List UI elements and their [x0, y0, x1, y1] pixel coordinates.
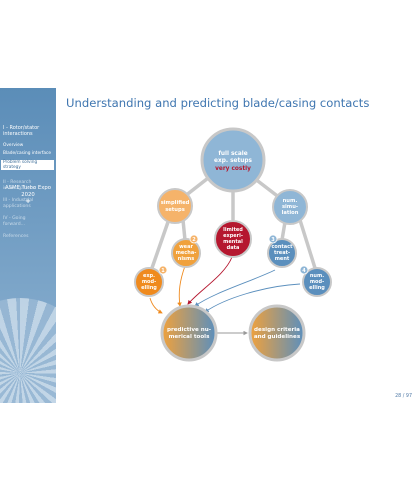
node-limited-data: limited experi- mental data: [214, 220, 252, 258]
node-num-modelling: num. mod- elling: [302, 267, 332, 297]
node-num-model-line1: num.: [310, 273, 324, 279]
plus-icon[interactable]: +: [25, 197, 31, 205]
node-limited-line1: limited: [223, 227, 243, 233]
node-predictive-line2: merical tools: [169, 334, 211, 340]
page-number: 28 / 97: [395, 394, 412, 399]
connector-numsim-contact: [280, 221, 287, 241]
sidebar-item-interactions[interactable]: interactions: [3, 131, 33, 137]
node-wear-line1: wear: [179, 244, 193, 250]
node-exp-model-line2: mod-: [142, 279, 156, 285]
node-simplified-line2: setups: [165, 207, 185, 213]
turbine-fan-graphic: [0, 298, 56, 403]
flow-arrows: [149, 256, 301, 336]
sidebar-item-investigations[interactable]: investigations: [3, 186, 36, 191]
arrow-wear-to-predictive: [177, 265, 186, 307]
node-contact-line1: contact: [271, 244, 293, 250]
node-numsim-line1: num.: [283, 198, 298, 204]
sidebar-item-strategy[interactable]: strategy: [1, 165, 54, 171]
connector-numsim-nummodel: [298, 219, 317, 269]
arrow-nummodel-to-predictive: [204, 283, 301, 313]
sidebar-item-industrial[interactable]: III - Industrial: [3, 198, 34, 203]
arrow-limited-to-predictive: [187, 256, 233, 305]
sidebar-item-problem-solving[interactable]: Problem solving: [1, 160, 54, 166]
sidebar-item-rotor-stator[interactable]: I - Rotor/stator: [3, 125, 40, 131]
badge-1: 1: [158, 265, 168, 275]
arrow-contact-to-predictive: [194, 269, 276, 307]
node-wear-line3: nisms: [178, 256, 194, 262]
node-numsim-line3: lation: [282, 210, 299, 216]
node-full-scale-line3: very costly: [215, 166, 251, 172]
node-limited-line3: mental: [223, 239, 243, 245]
node-contact-line2: treat-: [274, 250, 290, 256]
node-limited-line4: data: [227, 245, 240, 251]
sidebar-header: ASME Turbo Expo 2020 +: [0, 185, 56, 205]
node-full-scale: full scale exp. setups very costly: [200, 127, 266, 193]
badge-3-label: 3: [271, 237, 275, 243]
arrow-exp-to-predictive: [149, 297, 163, 314]
connector-simplified-wear: [181, 219, 187, 241]
badge-2: 2: [189, 234, 199, 244]
node-contact-line3: ment: [275, 256, 290, 262]
sidebar: ASME Turbo Expo 2020 +: [0, 88, 56, 403]
node-numsim-line2: simu-: [282, 204, 298, 210]
sidebar-item-going[interactable]: IV - Going: [3, 216, 26, 221]
sidebar-item-overview[interactable]: Overview: [3, 143, 24, 148]
node-predictive-line1: predictive nu-: [167, 327, 212, 333]
node-num-simulation: num. simu- lation: [272, 189, 308, 225]
sidebar-item-research[interactable]: II - Research: [3, 180, 32, 185]
slide-title: Understanding and predicting blade/casin…: [66, 96, 370, 110]
node-simplified-setups: simplified setups: [157, 188, 193, 224]
node-wear-mechanisms: wear mecha- nisms: [171, 238, 201, 268]
badge-4-label: 4: [302, 268, 306, 274]
node-exp-model-line3: elling: [141, 285, 157, 291]
node-simplified-line1: simplified: [161, 200, 190, 206]
node-exp-model-line1: exp.: [143, 273, 155, 279]
node-exp-modelling: exp. mod- elling: [134, 267, 164, 297]
node-design-line2: and guidelines: [254, 334, 301, 340]
sidebar-item-blade-casing[interactable]: Blade/casing interface: [3, 151, 52, 156]
node-full-scale-line2: exp. setups: [214, 158, 252, 164]
node-full-scale-line1: full scale: [218, 151, 247, 157]
conference-name: ASME Turbo Expo: [5, 185, 51, 191]
node-num-model-line3: elling: [309, 285, 325, 291]
sidebar-item-applications[interactable]: applications: [3, 204, 31, 209]
badge-2-label: 2: [192, 237, 196, 243]
badge-1-label: 1: [161, 268, 165, 274]
conference-year: 2020: [21, 191, 35, 198]
node-wear-line2: mecha-: [176, 250, 197, 256]
node-limited-line2: experi-: [223, 233, 243, 239]
sidebar-item-references[interactable]: References: [3, 234, 29, 239]
node-contact-treatment: contact treat- ment: [267, 238, 297, 268]
node-num-model-line2: mod-: [310, 279, 324, 285]
node-design-line1: design criteria: [254, 327, 300, 333]
node-design-criteria: design criteria and guidelines: [248, 304, 306, 362]
badge-4: 4: [299, 265, 309, 275]
sidebar-item-forward[interactable]: forward...: [3, 222, 25, 227]
badge-3: 3: [268, 234, 278, 244]
connector-simplified-exp: [150, 221, 170, 269]
node-predictive-tools: predictive nu- merical tools: [160, 304, 218, 362]
